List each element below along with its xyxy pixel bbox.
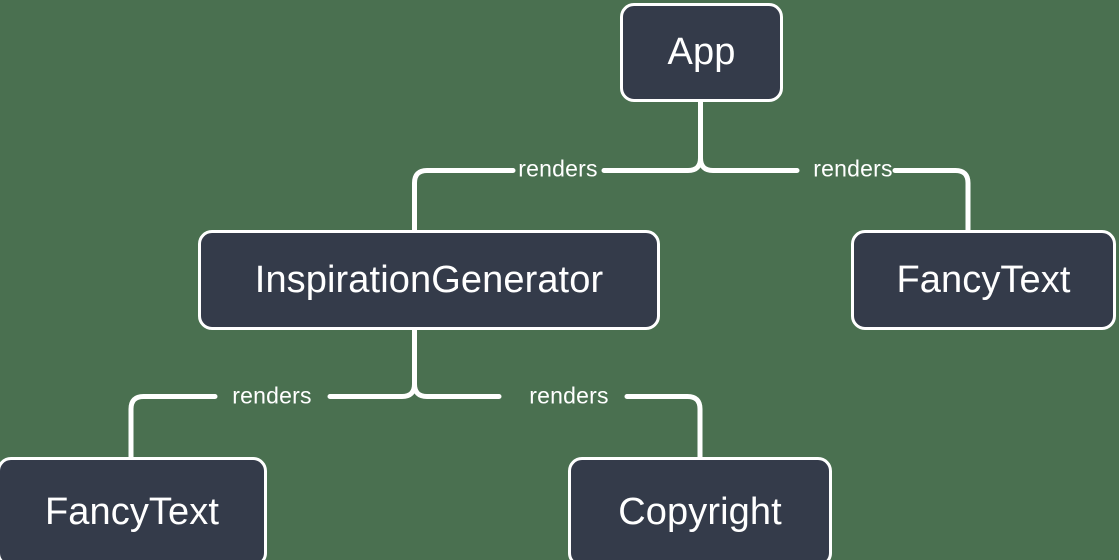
node-fancytext-right-label: FancyText [896, 258, 1071, 301]
node-fancytext-bottom-label: FancyText [44, 490, 220, 533]
node-copyright-label: Copyright [618, 490, 782, 533]
node-app-label: App [667, 31, 736, 73]
edge-inspiration-to-copyright [624, 394, 703, 460]
edge-inspiration-junction-right [412, 381, 502, 399]
edge-label-app-inspiration: renders [518, 155, 598, 182]
node-inspiration-generator-label: InspirationGenerator [254, 258, 604, 301]
edge-label-app-fancytext: renders [813, 155, 893, 182]
edge-app-to-fancytext [892, 168, 971, 233]
node-copyright[interactable]: Copyright [568, 457, 832, 560]
node-app[interactable]: App [620, 3, 783, 102]
edge-inspiration-junction-left [327, 381, 417, 399]
edge-app-to-inspiration [412, 168, 516, 233]
node-fancytext-bottom[interactable]: FancyText [0, 457, 267, 560]
edge-label-inspiration-fancytext: renders [232, 382, 312, 409]
edge-app-junction-right [698, 155, 800, 173]
node-inspiration-generator[interactable]: InspirationGenerator [198, 230, 660, 330]
edge-label-inspiration-copyright: renders [529, 382, 609, 409]
edge-inspiration-to-fancytext [128, 394, 218, 460]
edge-app-junction-left [601, 155, 703, 173]
node-fancytext-right[interactable]: FancyText [851, 230, 1116, 330]
